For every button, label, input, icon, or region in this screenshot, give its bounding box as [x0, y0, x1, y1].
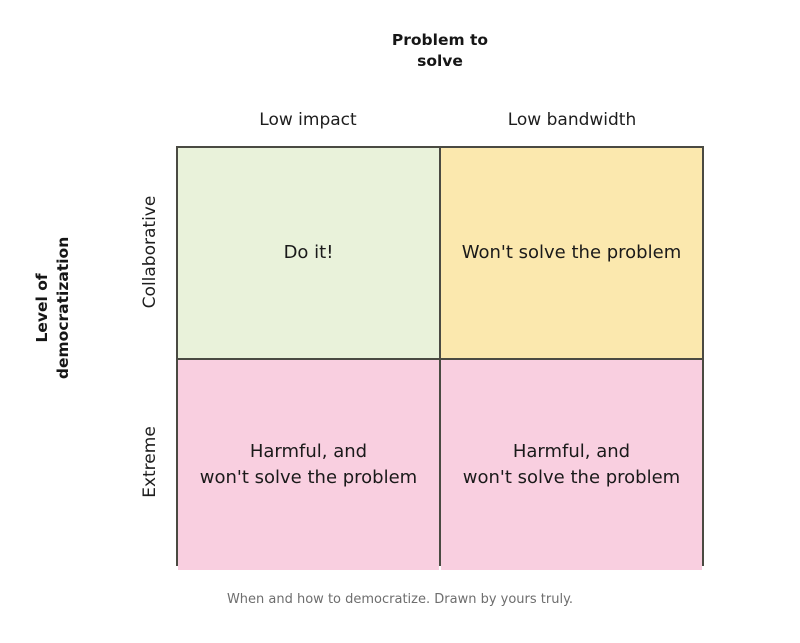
column-header-low-impact: Low impact — [259, 110, 357, 130]
row-label-extreme: Extreme — [140, 426, 160, 498]
matrix-cell-text-line-1: Harmful, and — [249, 440, 368, 462]
row-label-collaborative: Collaborative — [140, 195, 160, 309]
matrix-cell-text-line-2: won't solve the problem — [199, 467, 418, 488]
column-headers: Low impact Low bandwidth — [176, 110, 704, 130]
matrix-cell-extreme-low-bandwidth[interactable]: Harmful, and won't solve the problem — [441, 360, 702, 570]
matrix-cell-collaborative-low-impact[interactable]: Do it! — [178, 148, 439, 358]
matrix-cell-text-line-1: Do it! — [283, 241, 334, 263]
matrix-cell-text-line-2: won't solve the problem — [462, 467, 681, 488]
column-header-low-bandwidth: Low bandwidth — [507, 110, 637, 130]
matrix-cell-text-line-1: Won't solve the problem — [461, 241, 682, 263]
matrix-grid: Do it! Won't solve the problem Harmful, … — [176, 146, 704, 570]
matrix-cell-extreme-low-impact[interactable]: Harmful, and won't solve the problem — [178, 360, 439, 570]
figure-caption: When and how to democratize. Drawn by yo… — [226, 592, 574, 607]
matrix-cell-collaborative-low-bandwidth[interactable]: Won't solve the problem — [441, 148, 702, 358]
y-axis-title-line-1: Level of — [33, 273, 52, 343]
x-axis-title-line-1: Problem to — [391, 31, 489, 49]
y-axis-title: Level of democratization — [32, 208, 74, 408]
matrix-cell-text-line-1: Harmful, and — [512, 440, 631, 462]
y-axis-title-line-2: democratization — [54, 236, 72, 380]
x-axis-title-line-2: solve — [417, 51, 463, 70]
x-axis-title: Problem to solve — [176, 30, 704, 72]
